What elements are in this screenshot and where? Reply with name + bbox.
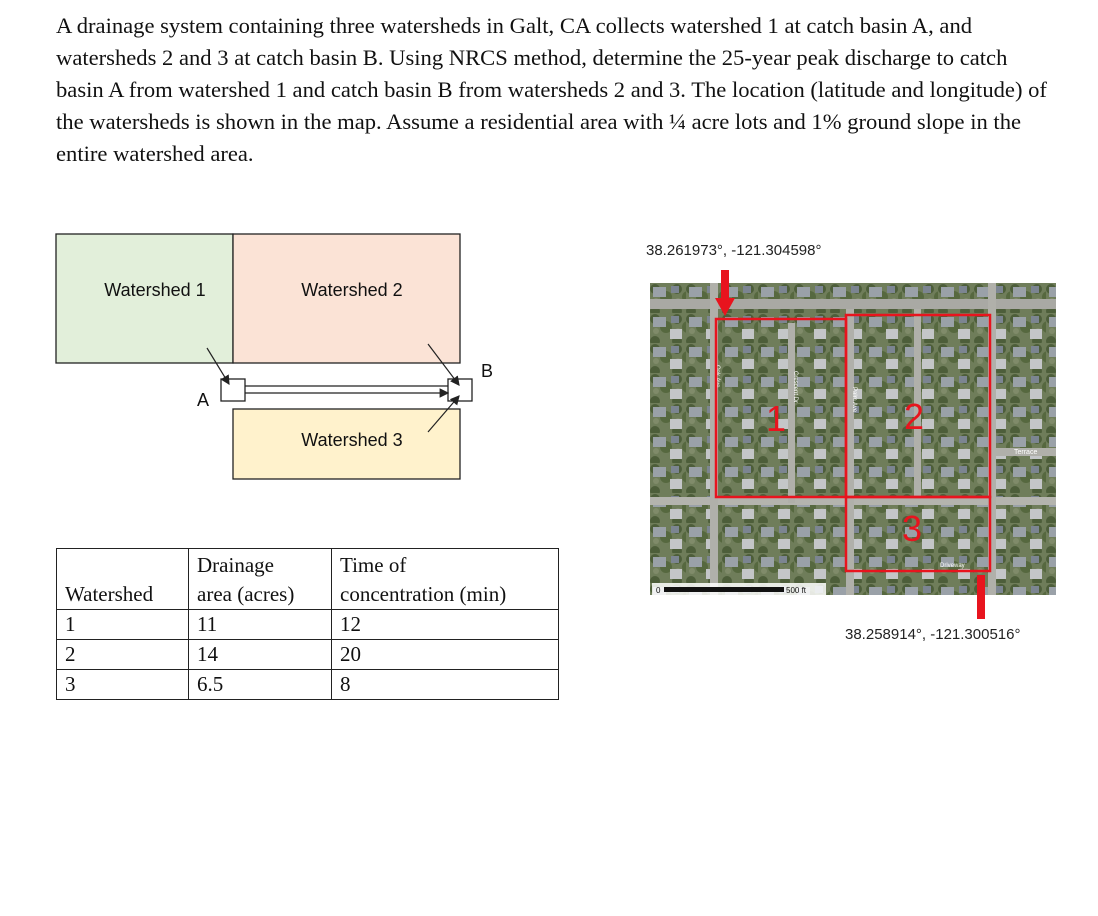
- problem-statement: A drainage system containing three water…: [56, 13, 1047, 166]
- table-cell: 1: [56, 609, 189, 640]
- street-label-crescent: Crescent Dr: [792, 371, 798, 403]
- watershed-3-boundary: [844, 495, 992, 573]
- table-cell: 6.5: [188, 669, 332, 700]
- catch-basin-a: [220, 378, 246, 402]
- table-cell: 8: [331, 669, 559, 700]
- table-row: 2 14 20: [56, 639, 559, 670]
- flow-arrow-w2: [427, 343, 460, 386]
- table-cell: 20: [331, 639, 559, 670]
- street-label-driveway: Driveway: [940, 563, 965, 569]
- scale-bar-start: 0: [656, 586, 661, 595]
- table-cell: 12: [331, 609, 559, 640]
- table-row: 3 6.5 8: [56, 669, 559, 700]
- road: [988, 283, 996, 595]
- table-cell: 14: [188, 639, 332, 670]
- table-cell: 2: [56, 639, 189, 670]
- road: [996, 448, 1056, 456]
- road: [846, 309, 854, 595]
- watershed-schematic: Watershed 1 Watershed 2 Watershed 3 A B: [55, 233, 493, 480]
- catch-basin-b: [447, 378, 473, 402]
- flow-arrow-w1: [206, 347, 230, 386]
- watershed-3-label: Watershed 3: [301, 430, 402, 450]
- header-watershed: Watershed: [56, 548, 189, 610]
- zone-label-2: 2: [904, 396, 924, 437]
- aerial-map: Crescent Dr Palm Ave Oak Ave Terrace Dri…: [650, 283, 1056, 595]
- watershed-1-box: [55, 233, 234, 364]
- aerial-map-image: Crescent Dr Palm Ave Oak Ave Terrace Dri…: [650, 283, 1056, 595]
- scale-bar: [664, 587, 784, 592]
- basin-b-label: B: [481, 361, 493, 381]
- coord-top-label: 38.261973°, -121.304598°: [646, 242, 822, 259]
- scale-bar-end: 500 ft: [786, 586, 807, 595]
- road: [650, 299, 1056, 309]
- watershed-2-label: Watershed 2: [301, 280, 402, 300]
- road: [710, 283, 718, 595]
- table-row: 1 11 12: [56, 609, 559, 640]
- watershed-1-label: Watershed 1: [104, 280, 205, 300]
- road: [788, 323, 795, 503]
- street-label-terrace: Terrace: [1014, 449, 1037, 456]
- coord-bottom-label: 38.258914°, -121.300516°: [845, 626, 1021, 643]
- table-cell: 11: [188, 609, 332, 640]
- watershed-2-box: [232, 233, 461, 364]
- table-cell: 3: [56, 669, 189, 700]
- zone-label-1: 1: [766, 398, 786, 439]
- basin-a-label: A: [197, 390, 209, 410]
- zone-label-3: 3: [902, 508, 922, 549]
- flow-arrow-w3: [427, 395, 460, 433]
- road: [914, 309, 921, 499]
- watershed-3-box: [232, 408, 461, 480]
- street-label-palm: Palm Ave: [851, 387, 857, 413]
